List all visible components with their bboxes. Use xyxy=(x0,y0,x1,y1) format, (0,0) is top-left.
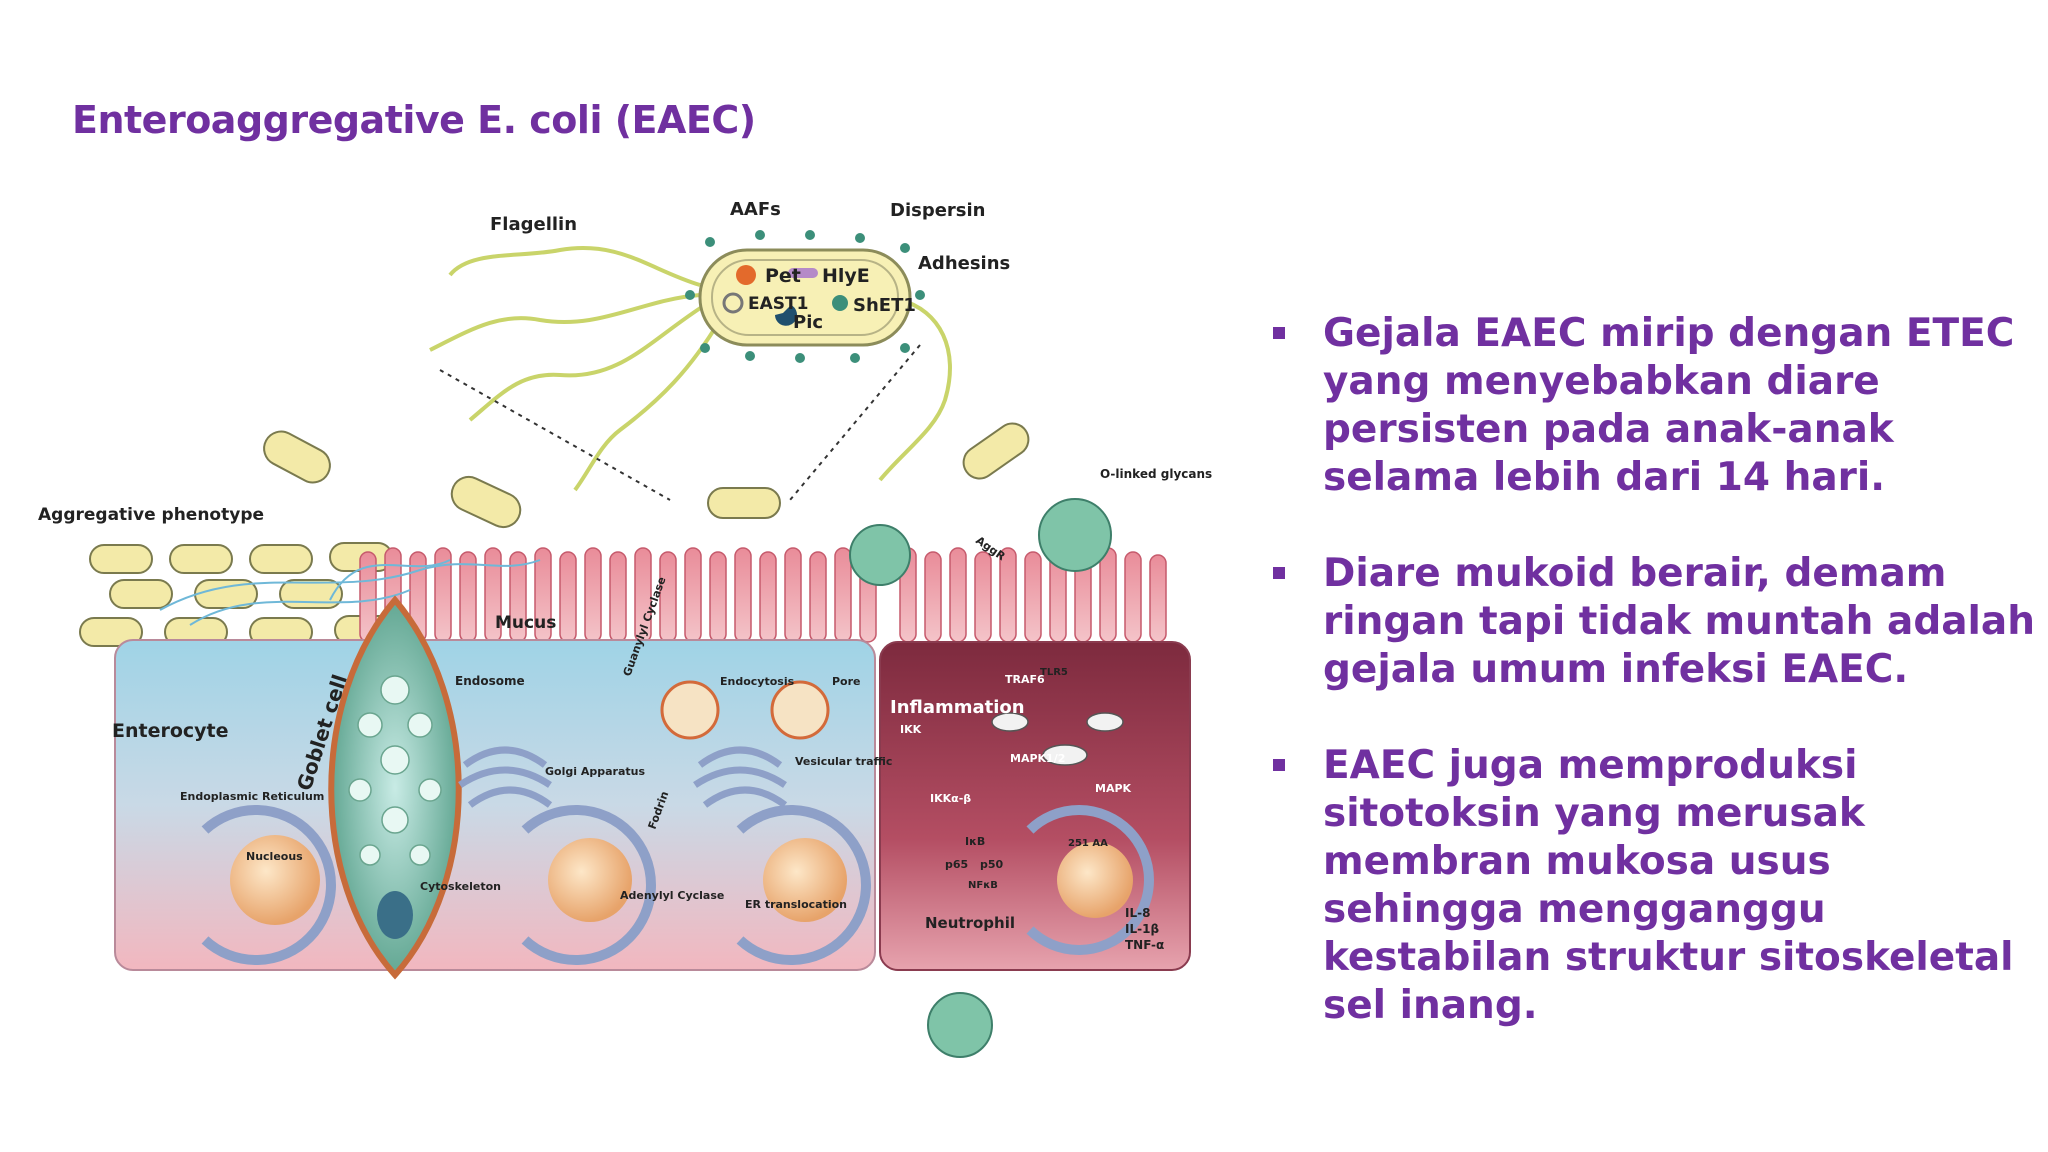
neutrophil-label: Neutrophil xyxy=(925,914,1015,932)
traf6-label: TRAF6 xyxy=(1005,673,1045,686)
bacterium-magnified: Pet HlyE EAST1 ShET1 Pic xyxy=(429,230,952,492)
bullet-text: Gejala EAEC mirip dengan ETEC yang menye… xyxy=(1323,311,2015,500)
immune-cells xyxy=(849,498,1112,1058)
er-translocation-label: ER translocation xyxy=(745,898,847,911)
signaling-nodes xyxy=(991,712,1124,766)
pic-toxin-icon xyxy=(775,305,797,326)
bullet-item: EAEC juga memproduksi sitotoksin yang me… xyxy=(1265,742,2035,1030)
aggregative-phenotype-label: Aggregative phenotype xyxy=(38,505,264,525)
hlye-toxin-icon xyxy=(788,268,818,278)
bullet-list: Gejala EAEC mirip dengan ETEC yang menye… xyxy=(1265,310,2035,1078)
shet1-toxin-icon xyxy=(832,295,848,311)
aggregative-bacteria xyxy=(79,542,398,647)
square-bullet-icon xyxy=(1273,759,1285,771)
il8-label: IL-8 xyxy=(1125,906,1150,920)
nucleus-left xyxy=(201,805,336,965)
endocytosis-label: Endocytosis xyxy=(720,675,795,688)
nucleus-right xyxy=(736,805,871,965)
square-bullet-icon xyxy=(1273,567,1285,579)
nfkb-label: NFκB xyxy=(968,880,998,891)
eaec-pathogenesis-diagram: Pet HlyE EAST1 ShET1 Pic Flagellin AAFs … xyxy=(38,199,1212,1058)
east1-label: EAST1 xyxy=(748,294,808,314)
golgi-apparatus xyxy=(458,746,788,808)
bullet-text: Diare mukoid berair, demam ringan tapi t… xyxy=(1323,551,2035,692)
bullet-item: Gejala EAEC mirip dengan ETEC yang menye… xyxy=(1265,310,2035,502)
flagellin-label: Flagellin xyxy=(490,214,577,235)
p50-label: p50 xyxy=(980,858,1004,871)
bullet-text: EAEC juga memproduksi sitotoksin yang me… xyxy=(1323,743,2014,1028)
ikk-label: IKK xyxy=(900,723,922,736)
hlye-label: HlyE xyxy=(822,265,870,287)
ikk-ab-label: IKKα-β xyxy=(930,792,971,805)
square-bullet-icon xyxy=(1273,327,1285,339)
pic-label: Pic xyxy=(793,312,823,333)
adenylyl-cyclase-label: Adenylyl Cyclase xyxy=(620,889,724,902)
endocytosis-vesicles xyxy=(660,680,830,740)
il1b-label: IL-1β xyxy=(1125,922,1159,936)
nucleus-inflamed xyxy=(1026,805,1154,955)
mapk-label: MAPK xyxy=(1095,782,1132,795)
mucus-mesh xyxy=(159,559,541,626)
endosome-label: Endosome xyxy=(455,674,525,688)
endoplasmic-reticulum-label: Endoplasmic Reticulum xyxy=(180,790,324,803)
free-bacteria xyxy=(263,422,1030,529)
tlr5-label: TLR5 xyxy=(1040,667,1068,678)
pore-label: Pore xyxy=(832,675,861,688)
bullet-item: Diare mukoid berair, demam ringan tapi t… xyxy=(1265,550,2035,694)
ikb-label: IκB xyxy=(965,835,985,848)
adhesins-label: Adhesins xyxy=(918,253,1010,274)
aafs-label: AAFs xyxy=(730,199,781,220)
p65-label: p65 xyxy=(945,858,968,871)
aa251-label: 251 AA xyxy=(1068,838,1108,849)
nucleous-label: Nucleous xyxy=(246,850,303,863)
goblet-cell xyxy=(328,595,462,980)
pet-label: Pet xyxy=(765,265,801,287)
o-linked-glycans-label: O-linked glycans xyxy=(1100,467,1212,481)
slide-title: Enteroaggregative E. coli (EAEC) xyxy=(72,98,756,142)
shet1-label: ShET1 xyxy=(853,295,916,316)
golgi-apparatus-label: Golgi Apparatus xyxy=(545,765,645,778)
tnfa-label: TNF-α xyxy=(1125,938,1164,952)
vesicular-traffic-label: Vesicular traffic xyxy=(795,755,892,768)
mapk12-label: MAPK1/2 xyxy=(1010,752,1065,765)
villi xyxy=(359,547,1167,643)
nucleus-middle xyxy=(521,805,656,965)
dispersin-label: Dispersin xyxy=(890,200,986,221)
cytoskeleton-label: Cytoskeleton xyxy=(420,880,501,893)
pet-toxin-icon xyxy=(736,265,756,285)
enterocyte-body xyxy=(114,639,876,971)
enterocyte-label: Enterocyte xyxy=(112,720,229,742)
east1-toxin-icon xyxy=(722,292,744,314)
mucus-label: Mucus xyxy=(495,613,556,633)
inflammation-label: Inflammation xyxy=(890,697,1025,718)
